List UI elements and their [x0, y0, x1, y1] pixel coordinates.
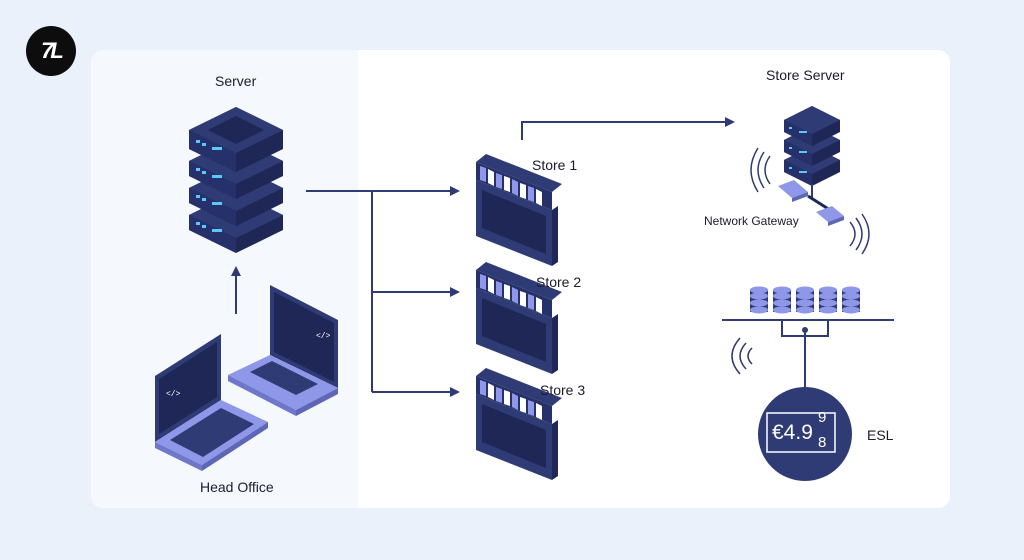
- esl-price-sup: 9: [818, 409, 827, 426]
- store-icon-3: [476, 368, 562, 480]
- store-2-label: Store 2: [536, 274, 582, 290]
- company-logo: 7L: [26, 26, 76, 76]
- store-1-label: Store 1: [532, 157, 578, 173]
- store-3-label: Store 3: [540, 382, 586, 398]
- server-label: Server: [215, 73, 257, 89]
- esl-label: ESL: [867, 427, 894, 443]
- store-server-label: Store Server: [766, 67, 845, 83]
- esl-tag-icon: [758, 387, 852, 481]
- store-icon-2: [476, 262, 562, 374]
- shelf-products: [750, 286, 860, 314]
- laptop-code-1: </>: [166, 390, 181, 399]
- laptop-code-2: </>: [316, 332, 331, 341]
- head-office-label: Head Office: [200, 479, 274, 495]
- distribution-lines: [306, 117, 735, 397]
- store-icon-1: [476, 154, 562, 266]
- store-server-icon: [784, 106, 840, 186]
- wifi-signal-icon: [731, 337, 753, 375]
- server-icon: [189, 107, 283, 253]
- tag-node: [802, 327, 808, 333]
- laptop-icon: </> </>: [155, 285, 338, 471]
- network-gateway-label: Network Gateway: [704, 214, 799, 228]
- network-gateway-icon: [750, 147, 870, 255]
- esl-price: €4.9: [772, 421, 813, 444]
- esl-price-sub: 8: [818, 434, 827, 451]
